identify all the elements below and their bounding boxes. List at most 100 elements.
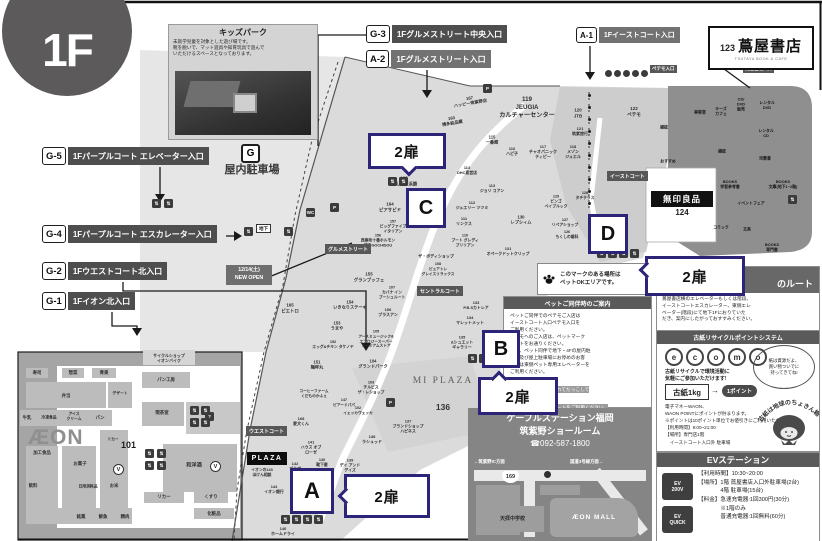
parking-label: 屋内駐車場 (224, 164, 280, 176)
door-note-bubble-b[interactable]: 2扉 (478, 370, 558, 415)
entrance-g5: G-5 1Fパープルコート エレベーター入口 (42, 147, 209, 165)
door-marker-c[interactable]: C (406, 188, 446, 228)
door-note-bubble-c[interactable]: 2扉 (368, 133, 446, 176)
ev-quick-icon: EV QUICK (662, 506, 693, 533)
muji-label: 無印良品 (651, 191, 713, 207)
text-line: ご利用ください。 (510, 327, 548, 333)
map-block (540, 485, 580, 495)
map-block-aeon-mall: ÆON MALL (550, 498, 638, 537)
new-open-date: 12/14(土) (238, 267, 260, 273)
badge-petemo-entrance: ペテモ入口 (650, 65, 677, 73)
cable-access-map: ←筑紫野IC方面 国道3号線方面→ ÆON MALL 天拝中学校 169 (474, 454, 648, 537)
text-line: イーストコート入口外 駐車場 (665, 439, 731, 445)
map-school-label: 天拝中学校 (500, 516, 526, 522)
door-marker-d[interactable]: D (588, 214, 628, 254)
route-169-shield: 169 (502, 471, 519, 483)
tsutaya-subtitle: TSUTAYA BOOK & CAFE (734, 57, 788, 61)
entrance-g3: G-3 1Fグルメストリート中央入口 (366, 25, 508, 43)
entrance-a2-label: 1Fグルメストリート入口 (391, 50, 491, 68)
cable-title-2: 筑紫野ショールーム (519, 425, 601, 436)
text-line: 【場所】1階 蔦屋書店入口外駐車場(2台) (698, 479, 800, 486)
text-line: 古紙リサイクルで環境活動に (665, 369, 730, 375)
entrance-a1: A-1 1Fイーストコート入口 (576, 27, 680, 43)
ecomo-point-label: 1ポイント (722, 385, 758, 397)
entrance-g2-chip: G-2 (42, 262, 66, 280)
text-line: ペットご同伴でのペテモご入店は (510, 313, 581, 318)
ecomo-header: 古紙リサイクルポイントシステム (657, 331, 819, 344)
text-line: 買い物ついでに (768, 364, 800, 370)
entrance-g4-label: 1Fパープルコート エスカレーター入口 (67, 225, 217, 243)
text-line: 【利用時間】9:00~21:00 (665, 425, 716, 431)
text-line: ご利用ください。 (510, 369, 548, 375)
text-line: さまは東側ペット専用エレベーターを (510, 362, 590, 368)
text-line: 【料金】急速充電器:1回300円(30分) (698, 496, 790, 503)
aeon-logo: ÆON (28, 426, 84, 449)
entrance-g4: G-4 1Fパープルコート エスカレーター入口 (42, 225, 217, 243)
ecomo-paper-label: 古紙1kg (665, 384, 709, 400)
text-line: ※ポイントは10ポイント単位でお値引きにご利用いただけます。 (665, 418, 799, 424)
text-line: ルートをお通りください。 (510, 341, 567, 347)
cable-phone: ☎092-587-1800 (530, 439, 590, 449)
arrow-icon: → (711, 386, 719, 395)
kids-park-title: キッズパーク (219, 28, 267, 37)
paw-icon (543, 274, 555, 284)
text-line: ください。 (584, 404, 609, 412)
ecomo-speech-bubble: 紙は資源だよ、買い物ついでに持ってきてね! (753, 345, 815, 389)
door-marker-letter: D (600, 222, 616, 245)
badge-west-court: ウエストコート (246, 426, 288, 436)
ecomo-logo-letter: o (707, 348, 725, 366)
text-line: 【場所】専門店1階 (665, 432, 705, 438)
entrance-g3-chip: G-3 (366, 25, 390, 43)
text-line: 紙は資源だよ、 (768, 358, 800, 364)
door-marker-letter: B (493, 337, 509, 360)
tsutaya-number: 123 (719, 43, 735, 53)
road-horizontal (474, 470, 646, 481)
cable-station-panel: ケーブルステーション福岡 筑紫野ショールーム ☎092-587-1800 ←筑紫… (468, 408, 652, 541)
pet-ok-note: このマークのある場所は ペットOKエリアです。 (537, 263, 651, 295)
text-line: 気軽にご参加いただけます! (665, 375, 727, 382)
entrance-g5-chip: G-5 (42, 147, 66, 165)
pet-panel-text: ペットご同伴でのペテモご入店はイーストコート入口ペテモ入口をご利用ください。ペテ… (504, 309, 651, 375)
map-direction-right: 国道3号線方面→ (570, 459, 604, 464)
ev-header: EVステーション (657, 453, 819, 467)
ecomo-logo-letter: m (728, 348, 746, 366)
kids-park-photo (175, 71, 311, 135)
pet-panel-title: ペットご同伴時のご案内 (504, 297, 651, 309)
ev-details: 【利用時間】10:30~20:00 【場所】1階 蔦屋書店入口外駐車場(2台) 4… (698, 470, 799, 522)
door-note-bubble-a[interactable]: 2扉 (337, 474, 430, 518)
text-line: また、ペット同伴で地下・4Fの屋内駐 (510, 348, 591, 354)
tsutaya-name: 蔦屋書店 (738, 38, 803, 55)
text-line: 電子マネーWAON、 (665, 404, 707, 409)
text-line: いただけるスペースとなっております。 (173, 51, 255, 57)
ecomo-logo: e c o m o (665, 348, 767, 366)
text-line: 4階 駐車場(15台) (698, 488, 763, 495)
text-line: 未就学児童を対象とした遊び場です。 (173, 39, 251, 44)
badge-central-court: セントラルコート (417, 286, 463, 296)
badge-east-court: イーストコート (607, 171, 648, 181)
text-line: 持ってきてね! (770, 369, 798, 375)
entrance-g5-label: 1Fパープルコート エレベーター入口 (67, 147, 209, 165)
text-line: だき、案内にしたがっておすすみください。 (662, 316, 756, 322)
door-note-text: 2扉 (505, 388, 531, 406)
zone-101-number: 101 (121, 440, 137, 450)
text-line: WAON POINTにポイントが貯まります。 (665, 411, 750, 417)
ev-200v-icon: EV 200V (662, 473, 693, 500)
door-marker-a[interactable]: A (290, 468, 334, 514)
entrance-a2: A-2 1Fグルメストリート入口 (366, 50, 491, 68)
parking-chip: G (241, 144, 260, 163)
route-panel-text: 蔦屋書店横のエレベーターもしくは階段、イーストコートエスカレーター、東側エレベー… (657, 293, 819, 326)
badge-gourmet-street: グルメストリート (325, 244, 372, 254)
entrance-a1-chip: A-1 (576, 27, 597, 43)
door-marker-b[interactable]: B (482, 330, 520, 368)
text-line: イーストコート入口ペテモ入口を (510, 320, 581, 326)
text-line: ペテモへのご入店は、ペットマーク (510, 334, 586, 340)
door-note-bubble-d[interactable]: 2扉 (638, 256, 745, 296)
pet-ok-line1: このマークのある場所は (560, 271, 621, 278)
text-line: 【利用時間】10:30~20:00 (698, 471, 763, 477)
ev-icon-text: QUICK (669, 519, 686, 526)
ev-icon-text: EV (674, 513, 681, 520)
entrance-g2: G-2 1Fウエストコート北入口 (42, 262, 168, 280)
muji-number: 124 (675, 208, 689, 217)
mi-plaza-label: MI PLAZA (412, 376, 474, 386)
